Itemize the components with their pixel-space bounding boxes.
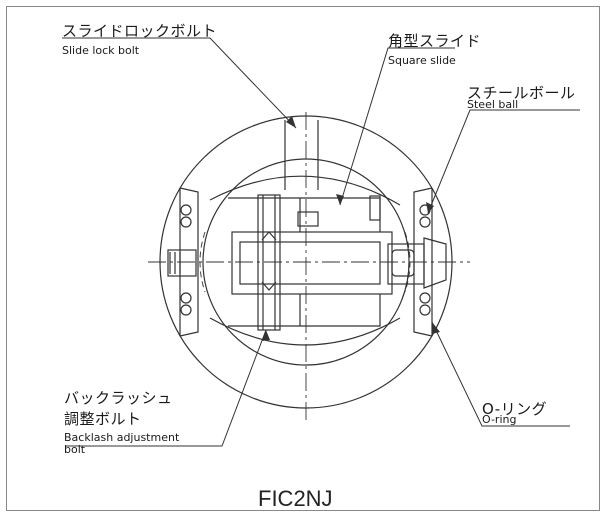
slide-lock-bolt-label-en: Slide lock bolt: [62, 44, 140, 57]
steel-ball-icon: [419, 304, 431, 316]
steel-ball-icon: [419, 292, 431, 304]
leader-slide-lock-bolt: [62, 37, 297, 129]
leader-steel-ball: [427, 109, 580, 214]
steel-ball-label-en: Steel ball: [467, 98, 519, 111]
arrowhead: [286, 116, 296, 128]
backlash-bolt-label-en-line2: bolt: [64, 443, 86, 456]
hidden-contour-right: [404, 231, 411, 293]
backlash-bolt-label-en-line1: Backlash adjustment: [64, 431, 180, 444]
arrowhead: [262, 330, 270, 341]
square-slide-label-jp: 角型スライド: [388, 32, 482, 50]
right-knob-cap: [423, 237, 447, 289]
hidden-contour-left: [199, 231, 206, 293]
lower-slide-block: [228, 294, 381, 327]
backlash-bolt-label-jp-line2: 調整ボルト: [64, 410, 142, 428]
square-slide-inner: [239, 241, 381, 285]
bearing-set: [180, 204, 431, 316]
steel-ball-icon: [180, 304, 192, 316]
arrowhead: [426, 202, 434, 213]
upper-flat-contour: [209, 175, 401, 206]
slide-lock-bolt-label-jp: スライドロックボルト: [62, 22, 218, 40]
lower-flat-contour: [209, 317, 401, 346]
arrowhead: [432, 322, 440, 334]
square-slide-label-en: Square slide: [388, 54, 456, 67]
drawing-frame: [6, 6, 600, 511]
leader-o-ring: [431, 321, 570, 427]
left-shaft: [167, 249, 197, 277]
figure-id: FIC2NJ: [258, 486, 333, 511]
steel-ball-icon: [180, 204, 192, 216]
upper-slide-block: [228, 197, 381, 232]
arrowhead: [336, 194, 344, 205]
steel-ball-icon: [180, 292, 192, 304]
backlash-bolt-label-jp-line1: バックラッシュ: [64, 389, 173, 407]
steel-ball-icon: [180, 216, 192, 228]
slide-lock-bolt-shape: [284, 120, 319, 190]
leader-square-slide: [339, 47, 455, 206]
steel-ball-label-jp: スチールボール: [467, 84, 576, 102]
o-ring-label-en: O-ring: [482, 413, 517, 426]
leader-backlash-bolt: [66, 329, 267, 447]
backlash-bolt-body: [257, 194, 281, 331]
steel-ball-icon: [419, 216, 431, 228]
square-slide-body: [231, 231, 393, 295]
o-ring-label-jp: O-リング: [482, 400, 548, 418]
